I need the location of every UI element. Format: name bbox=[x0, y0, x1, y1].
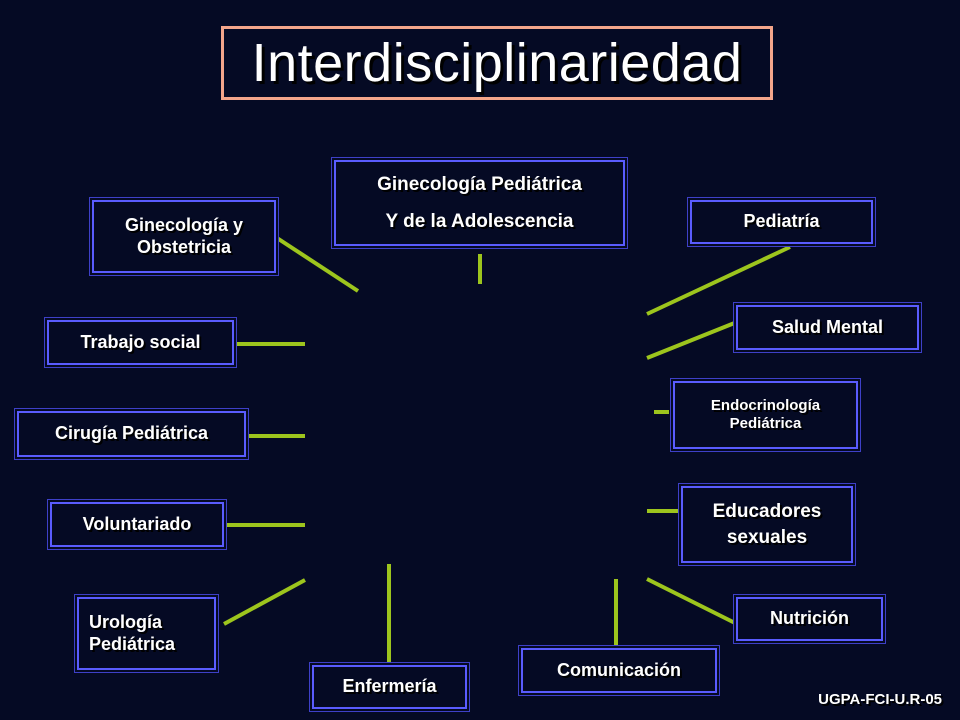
center-line2: Y de la Adolescencia bbox=[385, 211, 574, 232]
urologia-line1: Urología bbox=[89, 611, 163, 632]
node-pediatria: Pediatría bbox=[690, 200, 873, 244]
node-enfermeria: Enfermería bbox=[312, 665, 467, 709]
connector-pediatria bbox=[646, 245, 791, 316]
node-voluntariado: Voluntariado bbox=[50, 502, 224, 547]
gineco-obst-line2: Obstetricia bbox=[136, 236, 232, 257]
page-title: Interdisciplinariedad bbox=[251, 33, 743, 93]
connector-urologia bbox=[223, 578, 306, 626]
comunicacion-label: Comunicación bbox=[556, 659, 681, 680]
node-comunicacion: Comunicación bbox=[521, 648, 717, 693]
node-endocrinologia: Endocrinología Pediátrica bbox=[673, 381, 858, 449]
node-urologia-pediatrica: Urología Pediátrica bbox=[77, 597, 216, 670]
educadores-line2: sexuales bbox=[726, 526, 808, 548]
node-nutricion: Nutrición bbox=[736, 597, 883, 641]
gineco-obst-line1: Ginecología y bbox=[124, 214, 244, 235]
educadores-line1: Educadores bbox=[712, 500, 822, 522]
node-trabajo-social: Trabajo social bbox=[47, 320, 234, 365]
urologia-line2: Pediátrica bbox=[89, 633, 176, 654]
connector-salud-mental bbox=[646, 320, 738, 360]
endocrinologia-line1: Endocrinología bbox=[710, 397, 821, 414]
endocrinologia-line2: Pediátrica bbox=[729, 415, 802, 432]
center-line1: Ginecología Pediátrica bbox=[377, 173, 582, 195]
node-ginecologia-obstetricia: Ginecología y Obstetricia bbox=[92, 200, 276, 273]
voluntariado-label: Voluntariado bbox=[82, 513, 192, 534]
connector-nutricion bbox=[646, 577, 738, 626]
node-cirugia-pediatrica: Cirugía Pediátrica bbox=[17, 411, 246, 457]
pediatria-label: Pediatría bbox=[743, 211, 820, 232]
nutricion-label: Nutrición bbox=[770, 608, 849, 629]
trabajo-social-label: Trabajo social bbox=[80, 331, 201, 352]
title-box: Interdisciplinariedad bbox=[221, 26, 773, 100]
cirugia-label: Cirugía Pediátrica bbox=[54, 423, 209, 444]
enfermeria-label: Enfermería bbox=[342, 676, 437, 697]
slide-code: UGPA-FCI-U.R-05 bbox=[818, 691, 942, 708]
node-salud-mental: Salud Mental bbox=[736, 305, 919, 350]
node-center: Ginecología Pediátrica Y de la Adolescen… bbox=[334, 160, 625, 246]
node-educadores-sexuales: Educadores sexuales bbox=[681, 486, 853, 563]
salud-mental-label: Salud Mental bbox=[771, 316, 883, 337]
